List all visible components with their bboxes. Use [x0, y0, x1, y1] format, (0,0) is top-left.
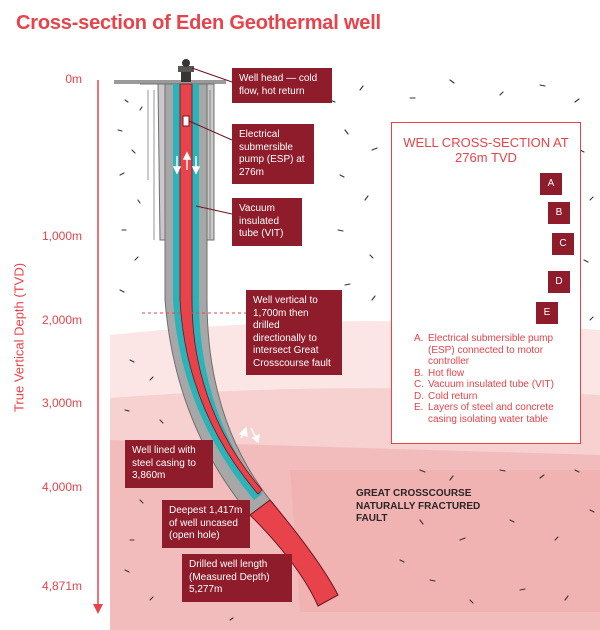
page-title: Cross-section of Eden Geothermal well [16, 12, 381, 34]
tick-0m: 0m [65, 72, 82, 86]
inset-letter-a: A [540, 173, 562, 195]
axis-title: True Vertical Depth (TVD) [11, 262, 27, 413]
callout-uncased: Deepest 1,417m of well uncased (open hol… [162, 500, 250, 548]
fault-zone [290, 470, 600, 612]
callout-well-head: Well head — cold flow, hot return [232, 68, 332, 103]
tick-4871m: 4,871m [41, 579, 82, 593]
legend-item-e: E.Layers of steel and concrete casing is… [414, 402, 554, 425]
tick-3000m: 3,000m [41, 396, 82, 410]
cold-return-flow [173, 84, 262, 500]
callout-lined: Well lined with steel casing to 3,860m [125, 440, 213, 488]
legend-item-d: D.Cold return [414, 390, 478, 402]
tick-4000m: 4,000m [41, 480, 82, 494]
inset-title: WELL CROSS-SECTION AT 276m TVD [403, 135, 569, 165]
inset-letter-d: D [548, 271, 570, 293]
inset-letter-e: E [536, 302, 558, 324]
esp-marker [182, 115, 190, 127]
inset-letter-c: C [552, 233, 574, 255]
tick-1000m: 1,000m [41, 229, 82, 243]
hot-flow-tube [179, 83, 263, 495]
well-head-icon [178, 59, 194, 82]
legend-item-a: A.Electrical submersible pump (ESP) conn… [414, 333, 554, 367]
inset-legend: A.Electrical submersible pump (ESP) conn… [414, 333, 574, 425]
callout-vertical: Well vertical to 1,700m then drilled dir… [246, 290, 342, 375]
depth-axis-arrow [93, 604, 103, 614]
callout-vit: Vacuum insulated tube (VIT) [232, 198, 302, 246]
callout-esp: Electrical submersible pump (ESP) at 276… [232, 124, 314, 184]
inset-letter-b: B [548, 202, 570, 224]
open-hole [249, 499, 339, 607]
fault-label: GREAT CROSSCOURSE NATURALLY FRACTURED FA… [356, 488, 481, 524]
legend-item-c: C.Vacuum insulated tube (VIT) [414, 379, 554, 390]
ground-surface [114, 80, 226, 84]
flow-arrows [172, 151, 260, 444]
callout-length: Drilled well length (Measured Depth) 5,2… [182, 554, 292, 602]
legend-item-b: B.Hot flow [414, 367, 465, 379]
tick-2000m: 2,000m [41, 313, 82, 327]
